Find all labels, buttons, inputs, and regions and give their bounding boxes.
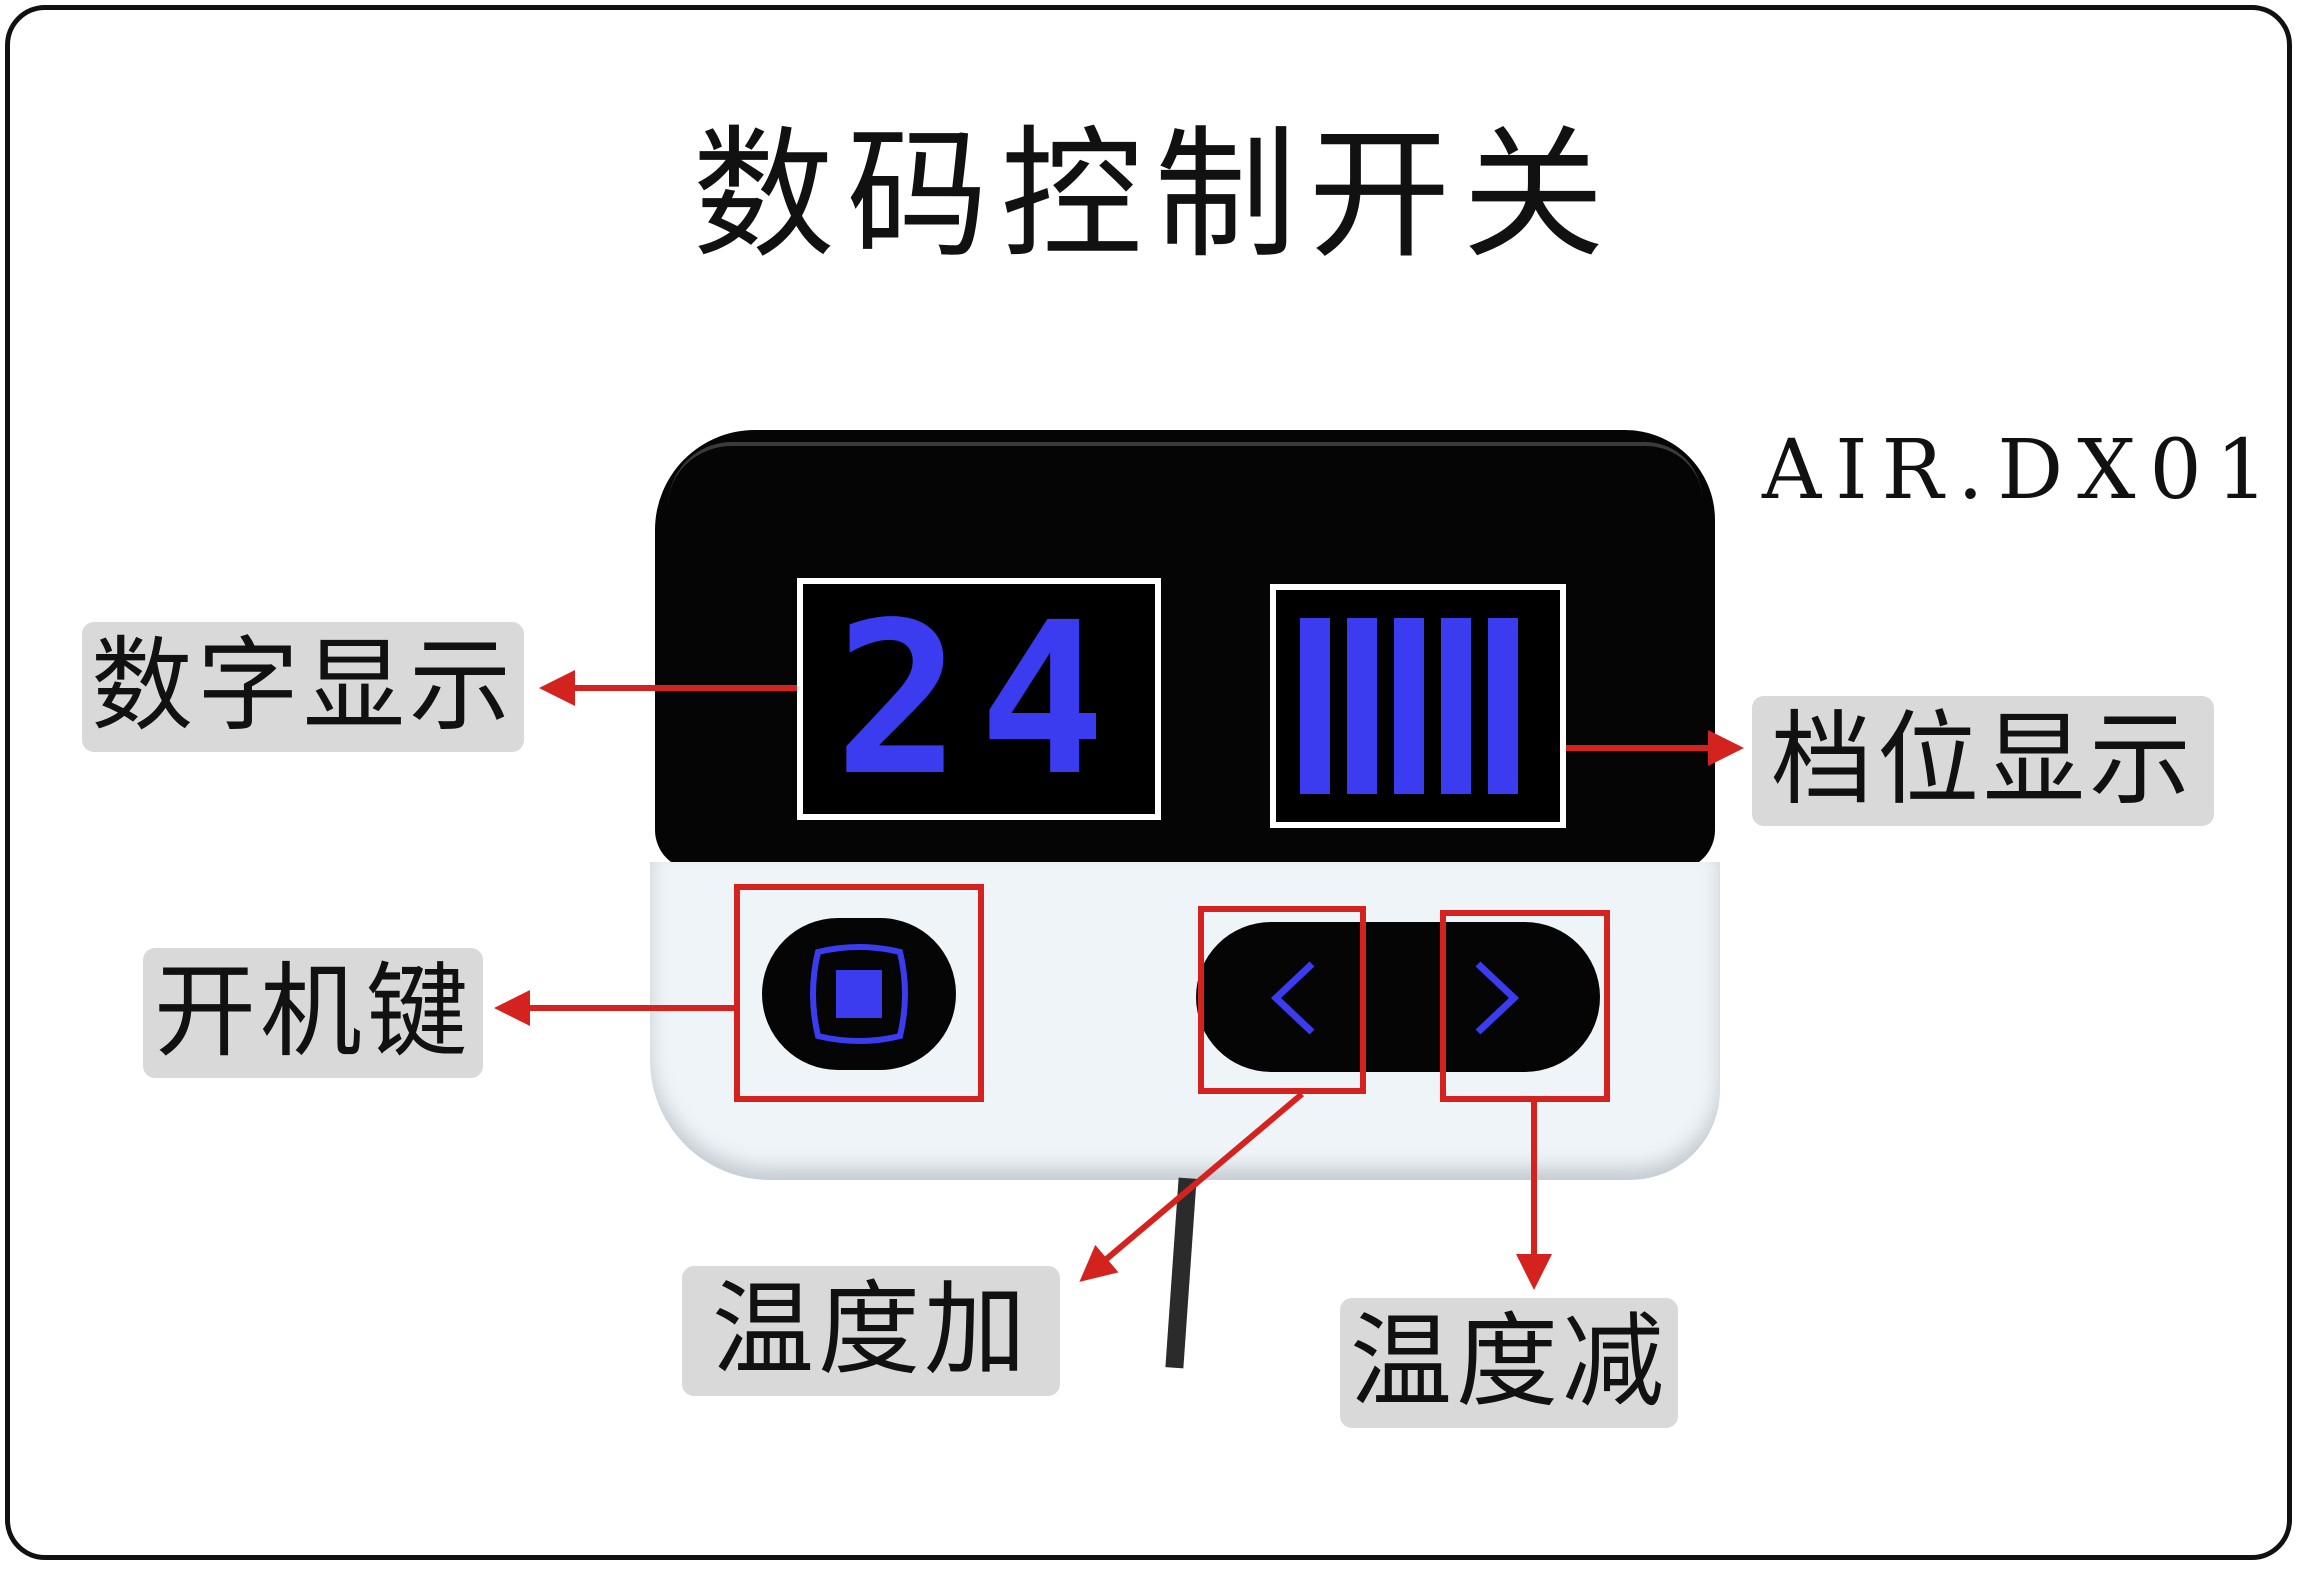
level-bars bbox=[1300, 618, 1518, 794]
arrow-temp-up bbox=[1079, 1091, 1304, 1282]
callout-power-key: 开机键 bbox=[143, 948, 483, 1078]
power-button-highlight bbox=[734, 884, 984, 1102]
callout-level-display: 档位显示 bbox=[1752, 696, 2214, 826]
callout-digital-display: 数字显示 bbox=[82, 622, 524, 752]
chevron-left-icon bbox=[1270, 961, 1315, 1035]
power-button[interactable] bbox=[762, 918, 956, 1070]
level-bar bbox=[1488, 618, 1518, 794]
temperature-display: 24 bbox=[797, 576, 1161, 822]
temp-up-highlight bbox=[1198, 906, 1366, 1094]
level-bar bbox=[1300, 618, 1330, 794]
level-display bbox=[1270, 584, 1566, 828]
temp-down-highlight bbox=[1440, 910, 1610, 1102]
callout-temp-up: 温度加 bbox=[682, 1266, 1060, 1396]
temperature-value: 24 bbox=[834, 576, 1124, 822]
temperature-button-pill bbox=[1196, 922, 1600, 1072]
level-bar bbox=[1347, 618, 1377, 794]
model-number: AIR.DX01 bbox=[1762, 423, 2282, 518]
temp-up-button[interactable] bbox=[1196, 922, 1600, 1072]
power-icon bbox=[810, 944, 908, 1044]
page-title: 数码控制开关 bbox=[692, 113, 1617, 278]
level-bar bbox=[1441, 618, 1471, 794]
device-top-rim bbox=[668, 442, 1702, 506]
callout-temp-down: 温度减 bbox=[1340, 1298, 1678, 1428]
level-bar bbox=[1394, 618, 1424, 794]
